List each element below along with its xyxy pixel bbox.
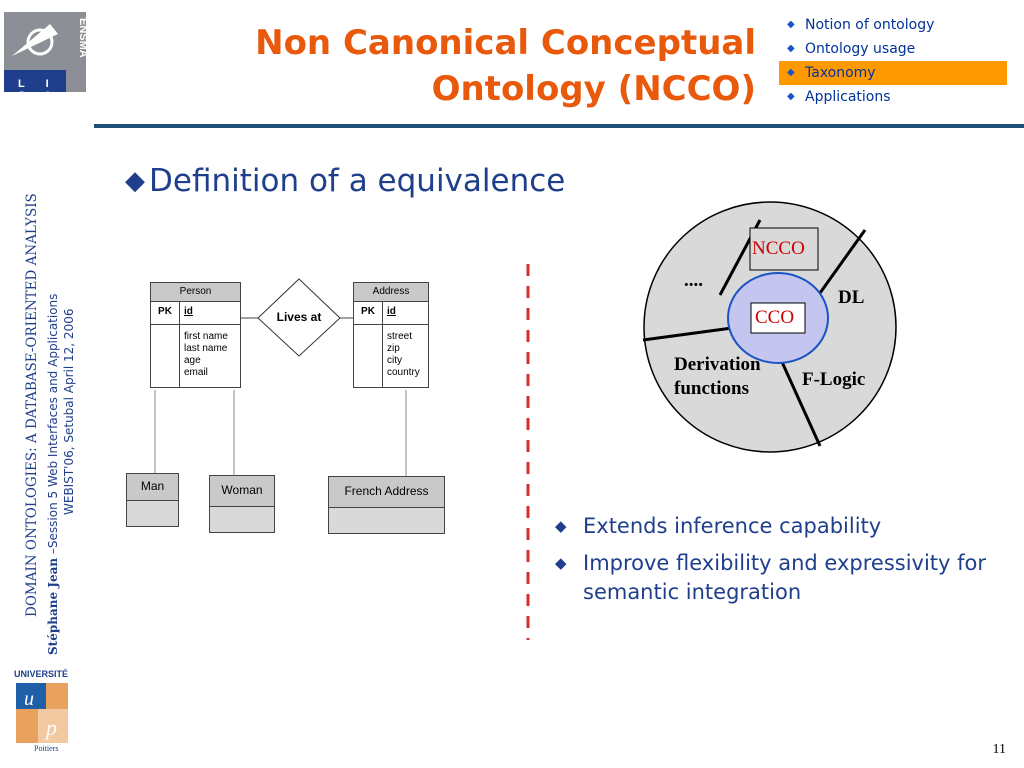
attribute: last name [184, 343, 228, 354]
bullet-text: Improve flexibility and expressivity for… [583, 551, 987, 604]
diamond-bullet-icon: ◆ [555, 517, 567, 535]
wheel-segment-dots: .... [684, 270, 703, 291]
diamond-bullet-icon: ◆ [787, 19, 795, 30]
attribute: age [184, 355, 201, 366]
nav-item-label: Ontology usage [805, 41, 916, 57]
slide-heading: ◆Definition of a equivalence [125, 163, 565, 199]
page-number: 11 [992, 742, 1006, 757]
bullet-item: ◆ Extends inference capability [553, 512, 1023, 541]
derivation-line2: functions [674, 378, 749, 399]
univ-name: UNIVERSITÉ [14, 669, 68, 679]
wheel-divider [780, 361, 822, 447]
ncco-label: NCCO [752, 238, 805, 259]
woman-entity: Woman [209, 475, 275, 533]
attribute: zip [387, 343, 400, 354]
relation-label: Lives at [276, 310, 322, 324]
title-line-2: Ontology (NCCO) [431, 69, 756, 109]
university-logo: UNIVERSITÉ u p Poitiers [10, 665, 90, 755]
diamond-bullet-icon: ◆ [787, 43, 795, 54]
attribute: city [387, 355, 402, 366]
relation-diamond [257, 278, 341, 357]
univ-city: Poitiers [34, 744, 58, 753]
entity-title: Woman [210, 476, 274, 507]
title-line-1: Non Canonical Conceptual [255, 23, 756, 63]
bullet-text: Extends inference capability [583, 514, 882, 538]
address-entity: Address PK id street zip city country [353, 282, 429, 388]
attribute-list: street zip city country [383, 325, 420, 387]
attribute: street [387, 331, 413, 342]
cco-box [750, 302, 806, 334]
slide-title: Non Canonical Conceptual Ontology (NCCO) [255, 20, 756, 112]
diamond-bullet-icon: ◆ [125, 166, 145, 196]
svg-text:u: u [24, 688, 34, 710]
attribute: first name [184, 331, 228, 342]
person-entity: Person PK id first name last name age em… [150, 282, 241, 388]
attribute: email [184, 367, 208, 378]
attribute-list: first name last name age email [180, 325, 228, 387]
entity-title: Man [127, 474, 178, 501]
entity-title: French Address [329, 477, 444, 508]
diamond-bullet-icon: ◆ [787, 67, 795, 78]
wheel-divider [813, 229, 867, 301]
nav-item-label: Notion of ontology [805, 17, 935, 33]
entity-title: Person [151, 283, 240, 302]
id-field: id [184, 306, 193, 317]
wheel-divider [642, 326, 733, 342]
diamond-bullet-icon: ◆ [787, 91, 795, 102]
ontology-wheel [642, 201, 897, 453]
nav-item-label: Taxonomy [805, 65, 876, 81]
section-nav: ◆ Notion of ontology ◆ Ontology usage ◆ … [779, 13, 1007, 109]
nav-item-usage[interactable]: ◆ Ontology usage [779, 37, 1007, 61]
derivation-line1: Derivation [674, 354, 761, 375]
heading-text: Definition of a equivalence [149, 163, 566, 199]
university-logo-graphic: UNIVERSITÉ u p Poitiers [14, 669, 68, 753]
pk-label: PK [354, 302, 383, 324]
nav-item-applications[interactable]: ◆ Applications [779, 85, 1007, 109]
diamond-bullet-icon: ◆ [555, 554, 567, 572]
svg-text:p: p [44, 715, 57, 740]
bullet-item: ◆ Improve flexibility and expressivity f… [553, 549, 1023, 607]
entity-title: Address [354, 283, 428, 302]
id-field: id [387, 306, 396, 317]
pk-label: PK [151, 302, 180, 324]
cco-label: CCO [755, 307, 795, 328]
man-entity: Man [126, 473, 179, 527]
wheel-segment-flogic: F-Logic [802, 369, 866, 390]
wheel-segment-dl: DL [838, 287, 865, 308]
nav-item-notion[interactable]: ◆ Notion of ontology [779, 13, 1007, 37]
bullet-list: ◆ Extends inference capability ◆ Improve… [553, 512, 1023, 615]
attribute: country [387, 367, 420, 378]
nav-item-label: Applications [805, 89, 891, 105]
french-address-entity: French Address [328, 476, 445, 534]
nav-item-taxonomy[interactable]: ◆ Taxonomy [779, 61, 1007, 85]
lisi-letters: L I S I [18, 78, 59, 102]
ncco-box [749, 227, 819, 271]
wheel-segment-derivation: Derivation functions [674, 353, 761, 401]
header-rule [94, 124, 1024, 128]
